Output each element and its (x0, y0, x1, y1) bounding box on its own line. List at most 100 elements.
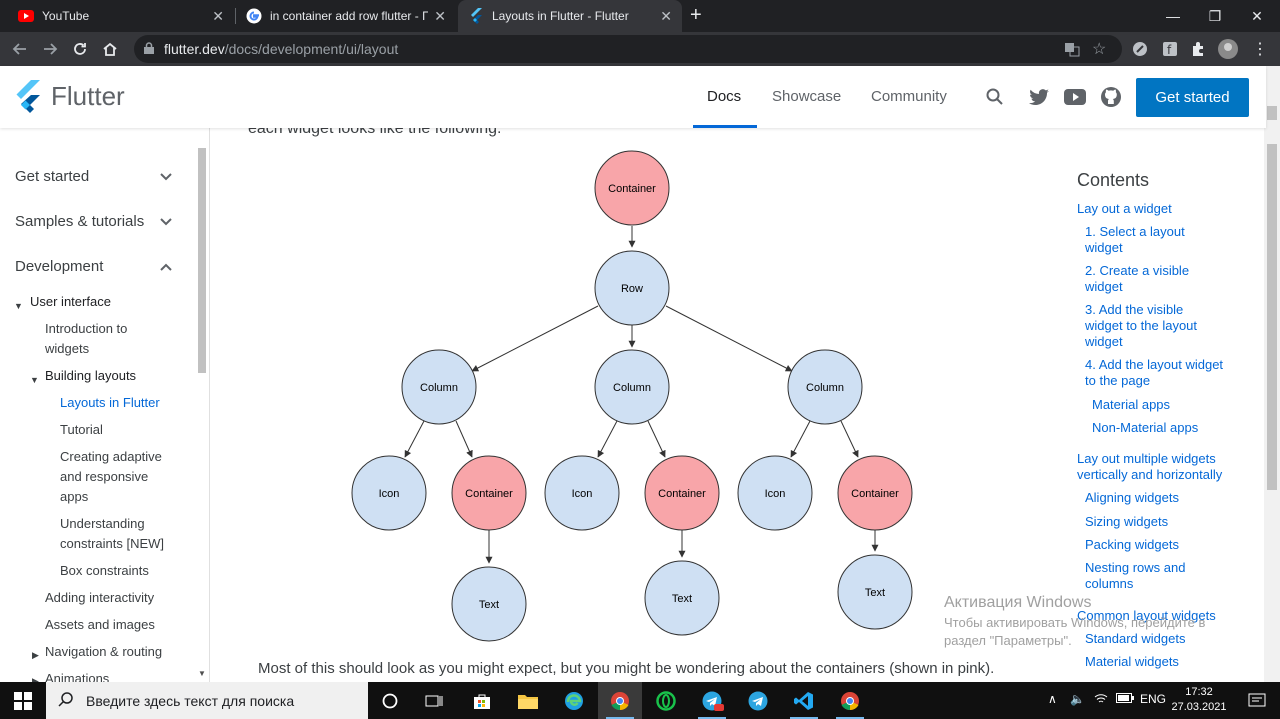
toc-non-material-apps[interactable]: Non-Material apps (1092, 420, 1199, 435)
toc-material-apps[interactable]: Material apps (1092, 397, 1171, 412)
sidebar-user-interface[interactable]: User interface (30, 294, 111, 309)
wifi-icon[interactable] (1094, 692, 1108, 707)
chrome-icon[interactable] (828, 682, 872, 719)
home-button[interactable] (98, 37, 122, 61)
close-tab-icon[interactable]: ✕ (660, 7, 672, 24)
menu-dots-icon[interactable]: ⋮ (1252, 41, 1268, 58)
tab-google-search[interactable]: in container add row flutter - По ✕ (236, 0, 456, 32)
twitter-icon[interactable] (1028, 86, 1050, 108)
toc-add-visible-widget[interactable]: 3. Add the visible widget to the layout … (1085, 302, 1197, 350)
toc-lay-out-multiple[interactable]: Lay out multiple widgets vertically and … (1077, 451, 1222, 483)
sidebar-box-constraints[interactable]: Box constraints (60, 563, 149, 578)
extension-icon[interactable] (1128, 37, 1152, 61)
flutter-logo[interactable]: Flutter (14, 80, 125, 113)
volume-icon[interactable]: 🔈 (1070, 692, 1085, 706)
language-indicator[interactable]: ENG (1140, 692, 1167, 706)
forward-button[interactable] (38, 37, 62, 61)
toc-add-layout-widget[interactable]: 4. Add the layout widget to the page (1085, 357, 1223, 389)
sidebar-animations[interactable]: Animations (45, 671, 110, 682)
close-window-button[interactable]: ✕ (1251, 7, 1263, 24)
sidebar-building-layouts[interactable]: Building layouts (45, 368, 137, 383)
toc-nesting-rows-columns[interactable]: Nesting rows and columns (1085, 560, 1185, 592)
search-icon[interactable] (984, 86, 1006, 108)
profile-avatar[interactable] (1216, 37, 1240, 61)
vscode-icon[interactable] (782, 682, 826, 719)
toc-select-layout-widget[interactable]: 1. Select a layout widget (1085, 224, 1185, 256)
collapsed-triangle-icon[interactable]: ▶ (32, 650, 39, 660)
sidebar-get-started[interactable]: Get started (15, 168, 90, 185)
sidebar-navigation-routing[interactable]: Navigation & routing (45, 644, 163, 659)
toc-common-layout-widgets[interactable]: Common layout widgets (1077, 608, 1216, 623)
back-button[interactable] (8, 37, 32, 61)
new-tab-button[interactable]: + (690, 4, 702, 26)
store-icon[interactable] (460, 682, 504, 719)
edge (647, 420, 666, 458)
tab-flutter-layouts[interactable]: Layouts in Flutter - Flutter ✕ (458, 0, 682, 32)
notifications-icon[interactable] (1234, 682, 1280, 719)
sidebar-understanding-constraints[interactable]: Understanding constraints [NEW] (60, 514, 164, 554)
sidebar-adaptive-apps[interactable]: Creating adaptive and responsive apps (60, 447, 162, 507)
battery-icon[interactable] (1116, 692, 1134, 706)
nav-showcase[interactable]: Showcase (772, 88, 842, 105)
edge-icon[interactable] (552, 682, 596, 719)
windows-start-button[interactable] (0, 682, 46, 719)
cortana-icon[interactable] (368, 682, 412, 719)
sidebar-scrollbar[interactable]: ▼ (196, 145, 208, 680)
close-tab-icon[interactable]: ✕ (212, 7, 224, 24)
youtube-icon[interactable] (1064, 86, 1086, 108)
tab-youtube[interactable]: YouTube ✕ (8, 0, 234, 32)
translate-icon[interactable] (1064, 41, 1080, 60)
collapsed-triangle-icon[interactable]: ▶ (32, 676, 39, 682)
expanded-triangle-icon[interactable]: ▼ (14, 301, 23, 311)
telegram-icon[interactable] (690, 682, 734, 719)
chrome-taskbar-icon[interactable] (598, 682, 642, 719)
file-explorer-icon[interactable] (506, 682, 550, 719)
github-icon[interactable] (1100, 86, 1122, 108)
minimize-button[interactable]: — (1166, 8, 1180, 24)
task-view-icon[interactable] (412, 682, 456, 719)
sidebar-adding-interactivity[interactable]: Adding interactivity (45, 590, 155, 605)
sidebar-assets-images[interactable]: Assets and images (45, 617, 155, 632)
toc-standard-widgets[interactable]: Standard widgets (1085, 631, 1186, 646)
nav-community[interactable]: Community (871, 88, 947, 105)
sidebar-introduction-widgets[interactable]: Introduction to widgets (45, 319, 127, 359)
chevron-down-icon[interactable] (160, 170, 172, 184)
toc-create-visible-widget[interactable]: 2. Create a visible widget (1085, 263, 1189, 295)
page-scrollbar[interactable] (1264, 66, 1280, 682)
scrollbar-thumb[interactable] (1267, 144, 1277, 490)
telegram-icon[interactable] (736, 682, 780, 719)
bookmark-star-icon[interactable]: ☆ (1092, 41, 1107, 58)
opera-icon[interactable] (644, 682, 688, 719)
get-started-button[interactable]: Get started (1136, 78, 1249, 117)
tray-overflow-chevron-icon[interactable]: ∧ (1048, 692, 1057, 706)
taskbar-search-box[interactable]: Введите здесь текст для поиска (46, 682, 368, 719)
scroll-down-arrow-icon[interactable]: ▼ (198, 669, 206, 678)
sidebar-samples-tutorials[interactable]: Samples & tutorials (15, 213, 145, 230)
toc-sizing-widgets[interactable]: Sizing widgets (1085, 514, 1169, 529)
scrollbar-arrow[interactable] (1267, 106, 1277, 120)
toc-packing-widgets[interactable]: Packing widgets (1085, 537, 1179, 552)
taskbar-clock[interactable]: 17:32 27.03.2021 (1168, 685, 1230, 715)
watermark-line: Чтобы активировать Windows, перейдите в (944, 615, 1206, 630)
extension-icon[interactable]: f (1158, 37, 1182, 61)
toc-aligning-widgets[interactable]: Aligning widgets (1085, 490, 1179, 505)
maximize-button[interactable]: ❐ (1208, 7, 1222, 24)
address-bar[interactable]: flutter.dev/docs/development/ui/layout ☆ (134, 35, 1122, 63)
scrollbar-thumb[interactable] (198, 148, 206, 373)
reload-button[interactable] (68, 37, 92, 61)
chevron-up-icon[interactable] (160, 260, 172, 274)
toc-material-widgets[interactable]: Material widgets (1085, 654, 1179, 669)
chevron-down-icon[interactable] (160, 215, 172, 229)
svg-text:f: f (1167, 43, 1172, 57)
toc-lay-out-widget[interactable]: Lay out a widget (1077, 201, 1172, 216)
site-header: Flutter Docs Showcase Community Get star… (0, 66, 1266, 128)
sidebar-development[interactable]: Development (15, 258, 104, 275)
expanded-triangle-icon[interactable]: ▼ (30, 375, 39, 385)
node-label: Icon (572, 488, 593, 500)
extensions-puzzle-icon[interactable] (1186, 37, 1210, 61)
nav-docs[interactable]: Docs (707, 88, 742, 105)
sidebar-layouts-in-flutter[interactable]: Layouts in Flutter (60, 395, 160, 410)
sidebar-tutorial[interactable]: Tutorial (60, 422, 103, 437)
tab-title: Layouts in Flutter - Flutter (492, 9, 629, 23)
close-tab-icon[interactable]: ✕ (434, 7, 446, 24)
